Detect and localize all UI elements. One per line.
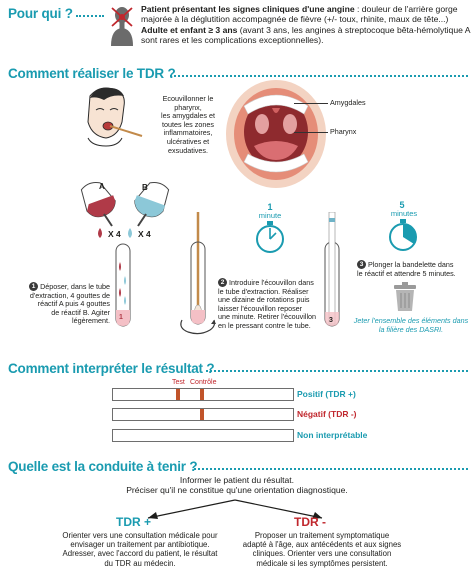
reagent-bottle-a-icon [80,182,116,227]
tdr-negative-action: Proposer un traitement symptomatique ada… [242,531,402,568]
conduct-intro: Informer le patient du résultat. Précise… [126,475,348,496]
pointer-line [294,132,328,133]
result-strip-invalid [112,429,294,442]
section-title-realiser: Comment réaliser le TDR ? [8,66,176,81]
result-strip-positive [112,388,294,401]
section-title-interpreter: Comment interpréter le résultat ? [8,361,215,376]
sick-patient-icon [111,7,133,46]
times-b-label: X 4 [138,229,151,239]
result-positive-label: Positif (TDR +) [297,389,356,399]
target-description: Patient présentant les signes cliniques … [141,4,471,46]
label-test: Test [172,379,185,386]
timer-3-unit: minutes [390,209,418,218]
label-pharynx: Pharynx [330,127,357,136]
branch-arrows [147,499,323,519]
timer-1-icon [256,221,284,253]
divider [170,75,468,77]
section-title-conduite: Quelle est la conduite à tenir ? [8,459,198,474]
times-a-label: X 4 [108,229,121,239]
swab-instructions: Ecouvillonner le pharynx, les amygdales … [161,94,215,155]
section-title-pour-qui: Pour qui ? [8,6,73,21]
timer-3-icon [389,219,417,251]
extraction-tube-2 [180,241,216,335]
label-controle: Contrôle [190,379,217,386]
swab-patient-illustration [87,87,143,147]
tube-1-number: 1 [119,314,123,321]
extraction-tube-3-with-strip [324,212,340,327]
timer-1-value: 1 [267,202,273,212]
tdr-positive-action: Orienter vers une consultation médicale … [62,531,218,568]
control-line [200,409,204,420]
reagent-a-label: A [99,182,105,191]
divider [194,468,468,470]
result-invalid-label: Non interprétable [297,430,368,440]
open-mouth-illustration [226,80,326,188]
test-line [176,389,180,400]
disposal-instructions: Jeter l'ensemble des éléments dans la fi… [353,316,469,334]
timer-3-value: 5 [399,200,405,210]
reagent-b-label: B [142,183,148,192]
drop-a-icon [98,228,102,238]
trash-bin-icon [394,282,416,311]
pointer-line [294,103,328,104]
label-amygdales: Amygdales [330,98,366,107]
tube-3-number: 3 [329,317,333,324]
timer-1-unit: minute [258,211,282,220]
extraction-tube-1 [115,243,131,327]
control-line [200,389,204,400]
tdr-negative-title: TDR - [294,515,326,529]
divider [206,370,468,372]
tdr-positive-title: TDR + [116,515,152,529]
reagent-bottle-b-icon [134,182,170,227]
divider [76,15,104,17]
result-negative-label: Négatif (TDR -) [297,409,357,419]
result-strip-negative [112,408,294,421]
drop-b-icon [128,228,132,238]
